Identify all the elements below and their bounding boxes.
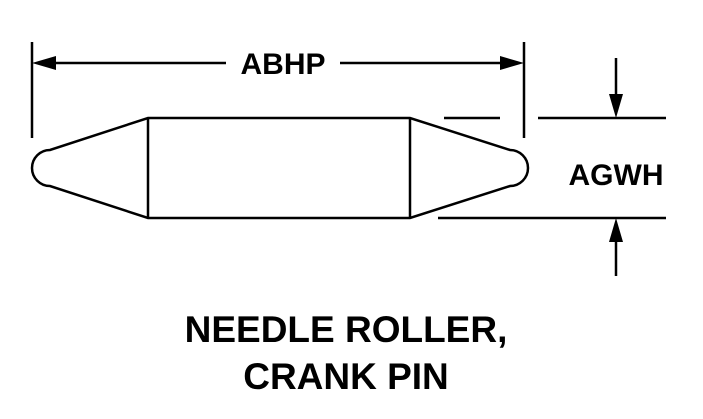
diameter-arrow-bottom	[609, 218, 623, 242]
length-arrow-left	[32, 56, 56, 70]
diameter-label: AGWH	[569, 159, 664, 192]
title-line-1: NEEDLE ROLLER,	[185, 309, 508, 350]
part-title: NEEDLE ROLLER, CRANK PIN	[185, 309, 508, 397]
roller-outline	[30, 116, 530, 220]
needle-roller-shape	[30, 116, 530, 220]
diameter-arrow-top	[609, 94, 623, 118]
length-label: ABHP	[240, 48, 325, 81]
diameter-dimension: AGWH	[438, 58, 666, 276]
title-line-2: CRANK PIN	[243, 356, 449, 397]
length-dimension: ABHP	[30, 42, 526, 138]
length-arrow-right	[500, 56, 524, 70]
